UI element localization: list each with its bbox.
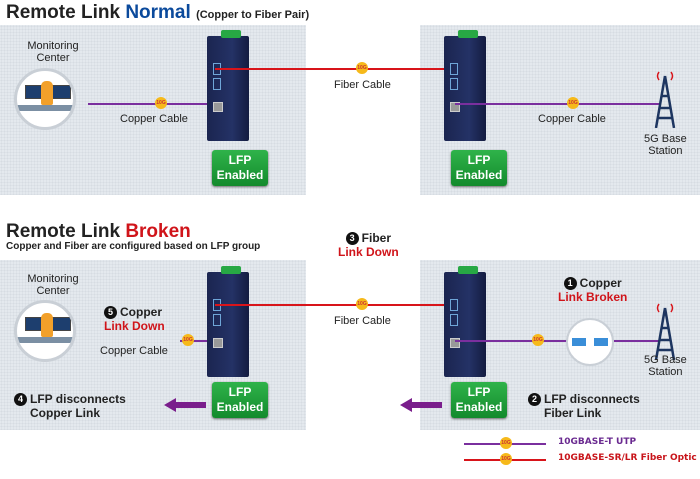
monitoring-center-icon	[14, 300, 76, 362]
media-converter-device	[207, 266, 249, 377]
copper-cable-line	[614, 340, 660, 342]
monitoring-center-label: Monitoring Center	[27, 273, 79, 297]
left-arrow-icon	[164, 398, 206, 412]
lfp-enabled-badge: LFP Enabled	[451, 150, 507, 186]
10g-badge: 10G	[155, 97, 167, 109]
monitoring-center-icon	[14, 68, 76, 130]
media-converter-device	[207, 30, 249, 141]
lfp-enabled-badge: LFP Enabled	[451, 382, 507, 418]
5g-station-label: 5G Base Station	[644, 133, 687, 157]
legend-fiber-label: 10GBASE-SR/LR Fiber Optic	[558, 453, 697, 463]
copper-cable-line	[88, 103, 210, 105]
normal-left-panel	[0, 25, 306, 195]
5g-tower-icon	[654, 71, 676, 128]
fiber-cable-label: Fiber Cable	[334, 79, 391, 91]
left-arrow-icon	[400, 398, 442, 412]
fiber-cable-label: Fiber Cable	[334, 315, 391, 327]
copper-cable-label: Copper Cable	[120, 113, 188, 125]
10g-badge: 10G	[500, 453, 512, 465]
media-converter-device	[444, 266, 486, 377]
10g-badge: 10G	[532, 334, 544, 346]
5g-tower-icon	[654, 303, 676, 360]
copper-cable-line	[455, 340, 570, 342]
legend-utp-label: 10GBASE-T UTP	[558, 437, 637, 447]
copper-cable-label: Copper Cable	[100, 345, 168, 357]
monitoring-center-label: Monitoring Center	[27, 40, 79, 64]
broken-subtitle: Copper and Fiber are configured based on…	[6, 241, 261, 252]
10g-badge: 10G	[182, 334, 194, 346]
fiber-cable-line	[215, 68, 452, 70]
copper-cable-line	[455, 103, 660, 105]
lfp-enabled-badge: LFP Enabled	[212, 382, 268, 418]
copper-cable-line	[180, 340, 210, 342]
10g-badge: 10G	[356, 298, 368, 310]
normal-title: Remote Link Normal (Copper to Fiber Pair…	[6, 2, 310, 23]
fiber-cable-line	[215, 304, 452, 306]
copper-cable-label: Copper Cable	[538, 113, 606, 125]
10g-badge: 10G	[500, 437, 512, 449]
broken-cable-icon	[566, 318, 614, 366]
10g-badge: 10G	[356, 62, 368, 74]
10g-badge: 10G	[567, 97, 579, 109]
lfp-enabled-badge: LFP Enabled	[212, 150, 268, 186]
5g-station-label: 5G Base Station	[644, 354, 687, 378]
broken-title: Remote Link Broken	[6, 221, 191, 242]
media-converter-device	[444, 30, 486, 141]
